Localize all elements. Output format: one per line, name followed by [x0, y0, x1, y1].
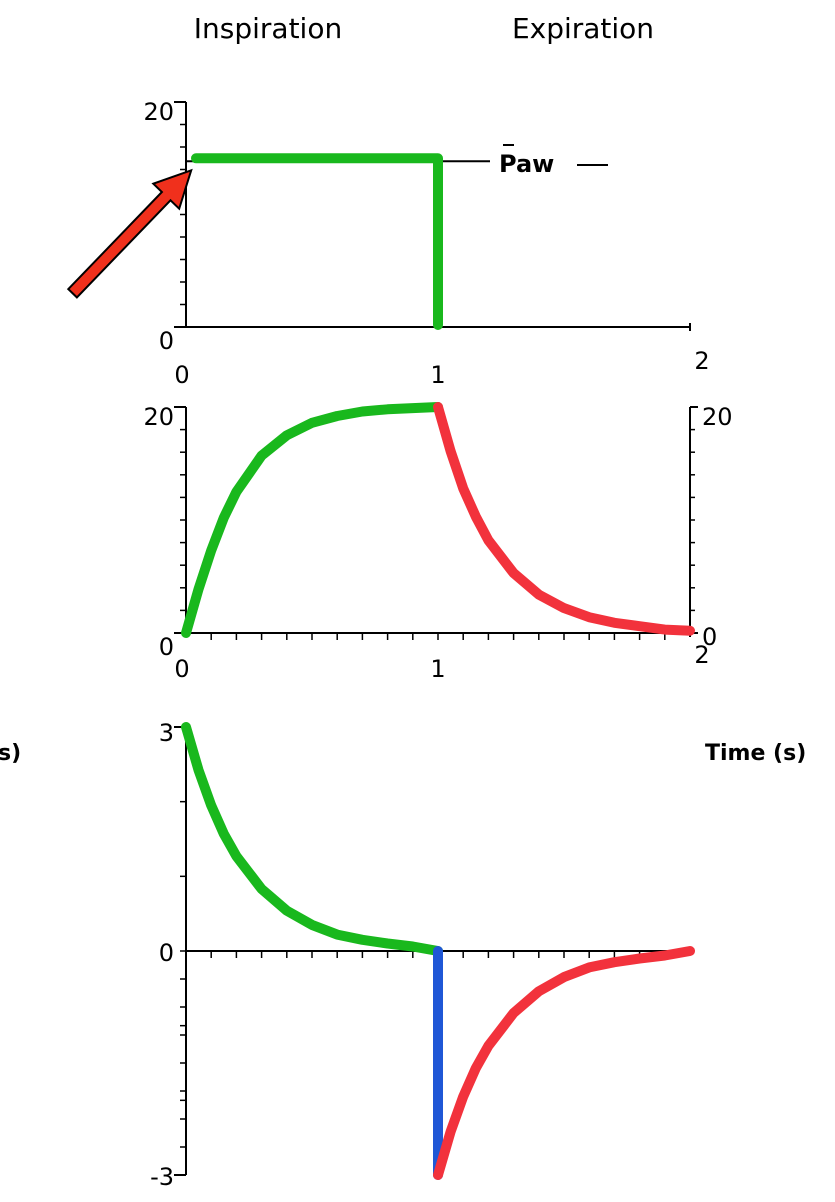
x-tick-label: 1 — [430, 361, 445, 389]
y-tick-label: 3 — [159, 719, 174, 747]
pressure-plot: 0 20 0 1 2 — [66, 98, 710, 389]
y-tick-label: 0 — [159, 939, 174, 967]
series-expiration — [433, 402, 695, 636]
series-inspiration — [181, 402, 443, 638]
y-tick-label: 20 — [143, 98, 174, 126]
flow-plot: -3 0 3 — [150, 719, 695, 1191]
left-cut-label: s) — [0, 741, 21, 766]
y-tick-label: 0 — [159, 633, 174, 661]
y-tick-label: 20 — [143, 403, 174, 431]
paw-label: Paw — [499, 150, 554, 178]
expiration-label: Expiration — [512, 12, 654, 45]
x-tick-label: 1 — [430, 655, 445, 683]
y-tick-label: 0 — [159, 327, 174, 355]
x-tick-label: 2 — [694, 641, 709, 669]
annotation-arrow — [66, 168, 193, 299]
x-tick-label: 0 — [174, 655, 189, 683]
inspiration-label: Inspiration — [194, 12, 342, 45]
x-tick-label: 0 — [174, 361, 189, 389]
y-tick-label: -3 — [150, 1163, 174, 1191]
right-tick-label: 20 — [702, 403, 733, 431]
series-expiration — [433, 946, 695, 1180]
x-tick-label: 2 — [694, 347, 709, 375]
right-tick-label: 0 — [702, 623, 717, 651]
series-inspiration — [191, 153, 443, 330]
time-axis-label: Time (s) — [705, 741, 806, 766]
series-inspiration — [181, 722, 443, 956]
paw-annotation: Paw — [499, 144, 608, 178]
